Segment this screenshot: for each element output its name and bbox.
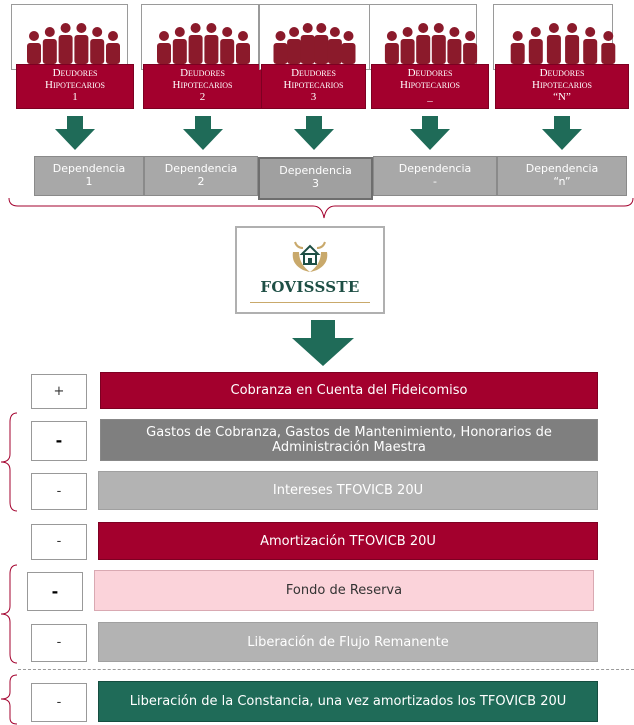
people-group-icon	[381, 20, 481, 64]
people-group-icon	[153, 20, 254, 64]
debtor-label-line2: Hipotecarios	[532, 79, 592, 91]
group-brace-release	[0, 674, 18, 725]
flow-bar-label: Intereses TFOVICB 20U	[272, 483, 424, 498]
flow-bar: Cobranza en Cuenta del Fideicomiso	[100, 372, 598, 409]
debtor-label-line3: “N”	[553, 91, 571, 103]
people-group-icon	[271, 20, 358, 64]
flow-bar-label: Gastos de Cobranza, Gastos de Mantenimie…	[146, 425, 552, 455]
dependencia-num: -	[433, 175, 437, 188]
flow-sign-box: -	[31, 473, 87, 510]
dependencia-name: Dependencia	[279, 164, 352, 177]
people-group-icon	[23, 20, 124, 64]
debtor-label-line1: Deudores	[291, 67, 336, 79]
debtor-label-line3: 2	[199, 91, 206, 103]
debtor-label-line2: Hipotecarios	[45, 79, 105, 91]
flow-bar: Liberación de Flujo Remanente	[98, 622, 598, 662]
debtor-label-line1: Deudores	[52, 67, 98, 79]
fovissste-name: FOVISSSTE	[260, 278, 360, 296]
debtor-label-line2: Hipotecarios	[283, 79, 344, 91]
debtor-label-line3: _	[427, 91, 433, 103]
flow-bar-label: Fondo de Reserva	[285, 583, 403, 598]
down-arrow-icon	[182, 116, 223, 150]
dependencia-num: “n”	[553, 175, 571, 188]
debtor-label-line3: 3	[310, 91, 317, 103]
down-arrow-icon	[293, 116, 334, 150]
dependencia-box: Dependencia“n”	[497, 156, 627, 196]
flow-sign-box: -	[31, 524, 87, 560]
dependencia-num: 3	[312, 177, 319, 190]
dependencia-name: Dependencia	[52, 162, 126, 175]
flow-bar: Liberación de la Constancia, una vez amo…	[98, 681, 598, 722]
down-arrow-icon	[55, 116, 95, 150]
flow-bar: Amortización TFOVICB 20U	[98, 522, 598, 560]
debtor-label-line2: Hipotecarios	[400, 79, 460, 91]
flow-bar-label: Cobranza en Cuenta del Fideicomiso	[230, 383, 468, 398]
flow-sign-box: -	[31, 421, 87, 461]
flow-bar: Intereses TFOVICB 20U	[98, 471, 598, 510]
debtor-label-line1: Deudores	[539, 67, 585, 79]
flow-bar-label: Liberación de Flujo Remanente	[247, 634, 449, 650]
down-arrow-icon	[410, 116, 450, 150]
flow-bar: Gastos de Cobranza, Gastos de Mantenimie…	[100, 419, 598, 461]
group-brace-reserve	[0, 564, 18, 664]
flow-sign-box: -	[31, 624, 87, 662]
house-hands-icon	[292, 241, 328, 272]
flow-bar: Fondo de Reserva	[94, 570, 594, 611]
flow-bar-label: Amortización TFOVICB 20U	[260, 533, 436, 549]
debtor-label-line1: Deudores	[180, 67, 225, 79]
debtor-label-line1: Deudores	[407, 67, 453, 79]
dashed-separator	[18, 669, 634, 670]
dependencia-name: Dependencia	[525, 162, 599, 175]
flow-sign-box: +	[31, 374, 87, 409]
fovissste-logo-box: FOVISSSTE	[235, 226, 385, 314]
down-arrow-icon	[542, 116, 582, 150]
debtor-label-line3: 1	[72, 91, 78, 103]
dependencia-num: 2	[197, 175, 205, 188]
flow-sign-box: -	[31, 683, 87, 722]
flow-sign-box: -	[27, 572, 83, 611]
people-group-icon	[505, 20, 621, 64]
down-arrow-icon-main	[292, 320, 354, 366]
group-brace-top	[8, 196, 634, 222]
flow-bar-label: Liberación de la Constancia, una vez amo…	[129, 694, 567, 709]
dependencia-name: Dependencia	[398, 162, 472, 175]
debtor-label-line2: Hipotecarios	[172, 79, 233, 91]
dependencia-box: Dependencia-	[373, 156, 497, 196]
dependencia-num: 1	[85, 175, 93, 188]
group-brace-expenses	[0, 412, 18, 512]
fovissste-underline	[250, 302, 370, 303]
dependencia-name: Dependencia	[164, 162, 238, 175]
